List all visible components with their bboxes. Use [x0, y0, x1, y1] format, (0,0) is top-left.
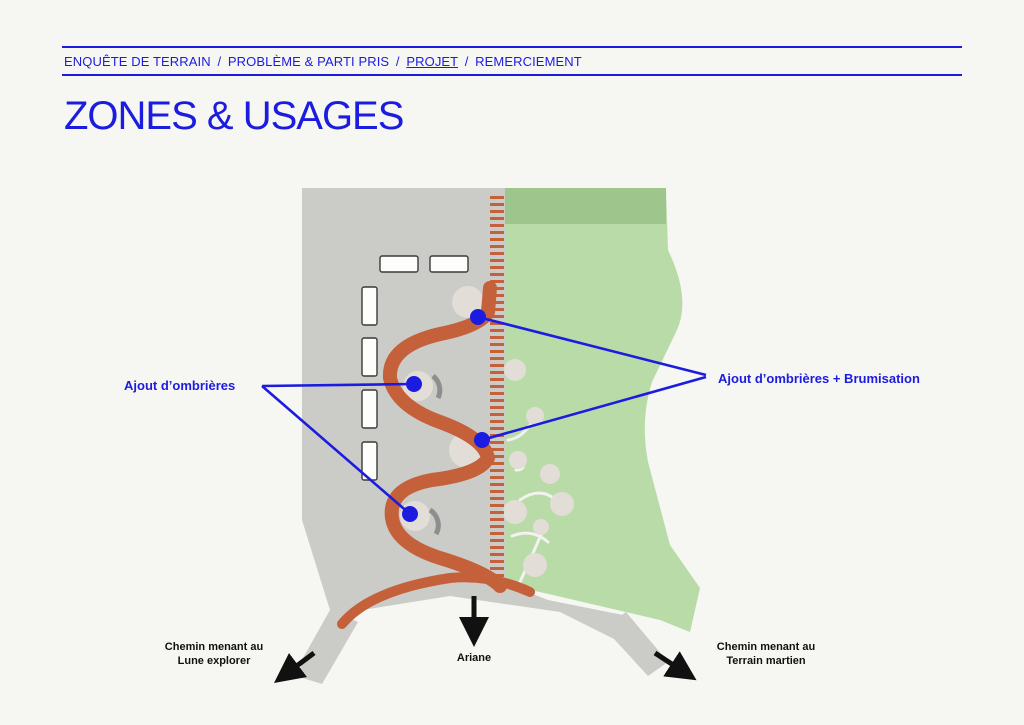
- nav-item-remerciement[interactable]: REMERCIEMENT: [475, 54, 582, 69]
- lawn-strip: [505, 188, 666, 224]
- exit-right-label-line1: Chemin menant au: [717, 641, 815, 653]
- car-icon: [361, 286, 378, 326]
- zigzag-walkway: [382, 281, 507, 593]
- callout-dot: [474, 432, 490, 448]
- callout-dot: [406, 376, 422, 392]
- nav-separator: /: [464, 54, 469, 69]
- nav-item-projet[interactable]: PROJET: [406, 54, 458, 69]
- breadcrumb-nav: ENQUÊTE DE TERRAIN / PROBLÈME & PARTI PR…: [64, 54, 582, 69]
- arrow-right-icon: [653, 650, 697, 681]
- nav-separator: /: [395, 54, 400, 69]
- lawn-trees: [503, 359, 574, 577]
- car-icon: [361, 337, 378, 377]
- label-ombrieres: Ajout d’ombrières: [124, 378, 235, 393]
- header-rule-top: [62, 46, 962, 48]
- nav-item-probleme[interactable]: PROBLÈME & PARTI PRIS: [227, 54, 390, 69]
- car-icon: [361, 389, 378, 429]
- exit-right-label-line2: Terrain martien: [726, 655, 806, 667]
- callout-dots: [402, 309, 490, 522]
- paved-area: [302, 188, 662, 662]
- bottom-curved-path: [337, 572, 535, 629]
- exit-path-right: [604, 612, 668, 676]
- car-icon: [429, 255, 469, 273]
- callout-dot: [402, 506, 418, 522]
- lawn-area: [505, 188, 700, 632]
- callout-dot: [470, 309, 486, 325]
- exit-arrows: [274, 596, 697, 683]
- page-title: ZONES & USAGES: [64, 94, 404, 138]
- label-ombrieres-brumisation: Ajout d’ombrières + Brumisation: [718, 371, 920, 386]
- exit-left-label-line2: Lune explorer: [178, 655, 251, 667]
- header-rule-bottom: [62, 74, 962, 76]
- arrow-left-icon: [274, 651, 316, 683]
- exit-center-label: Ariane: [457, 652, 491, 664]
- car-icon: [379, 255, 419, 273]
- nav-item-enquete[interactable]: ENQUÊTE DE TERRAIN: [64, 54, 211, 69]
- parking-cars: [361, 255, 469, 481]
- callout-lines: [261, 315, 707, 515]
- nav-separator: /: [217, 54, 222, 69]
- exit-left-label-line1: Chemin menant au: [165, 641, 263, 653]
